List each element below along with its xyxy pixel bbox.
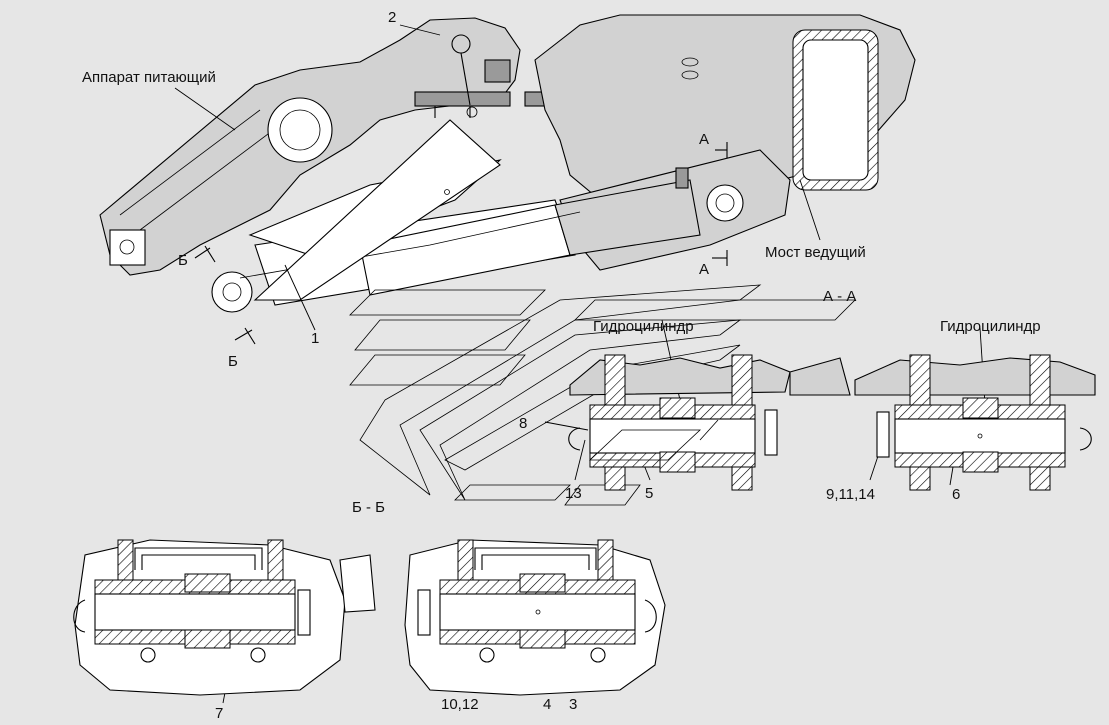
diagonal-plate [248, 119, 502, 301]
section-marker-a-top: А [699, 131, 728, 158]
section-aa-left [568, 354, 791, 491]
feeder-housing [99, 17, 521, 276]
section-bb-left [73, 539, 346, 696]
section-marker-a-bottom: А [699, 250, 728, 278]
section-bb-right [339, 539, 666, 696]
callout-4: 4 [543, 696, 551, 713]
callout-8: 8 [519, 415, 527, 432]
label-cylinder-right: Гидроцилиндр [940, 318, 1041, 335]
section-aa-right [789, 354, 1096, 491]
hydraulic-cylinder [211, 167, 744, 313]
label-feeder: Аппарат питающий [82, 69, 216, 86]
svg-text:А: А [699, 131, 709, 148]
callout-1: 1 [311, 330, 319, 347]
svg-text:Б: Б [228, 353, 238, 370]
svg-text:А: А [699, 261, 709, 278]
callout-6: 6 [952, 486, 960, 503]
label-drive-axle: Мост ведущий [765, 244, 866, 261]
callout-7: 7 [215, 705, 223, 722]
callout-5: 5 [645, 485, 653, 502]
section-marker-b-bottom: Б [228, 327, 256, 370]
section-bb-title: Б - Б [352, 499, 385, 516]
callout-9-11-14: 9,11,14 [826, 486, 875, 503]
label-cylinder-left: Гидроцилиндр [593, 318, 694, 335]
callout-13: 13 [565, 485, 582, 502]
callout-3: 3 [569, 696, 577, 713]
section-marker-b-top: Б [178, 245, 216, 269]
callout-10-12: 10,12 [441, 696, 479, 713]
spring-pin-2 [451, 34, 478, 118]
svg-text:Б: Б [178, 252, 188, 269]
callout-2: 2 [388, 9, 396, 26]
section-aa-title: А - А [823, 288, 856, 305]
